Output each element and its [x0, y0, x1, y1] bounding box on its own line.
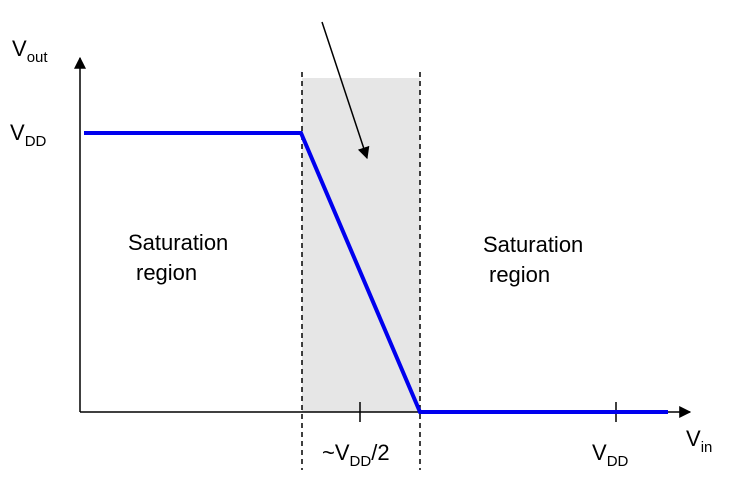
y-axis-label: Vout [12, 36, 48, 66]
x-tick-label-vdd: VDD [592, 440, 629, 470]
y-tick-label-vdd: VDD [10, 120, 47, 150]
right-region-line2: region [489, 262, 551, 287]
annotation-arrow [321, 21, 370, 160]
transition-region-shading [302, 78, 420, 412]
left-region-line1: Saturation [128, 230, 229, 255]
right-region-line1: Saturation [483, 232, 584, 257]
right-saturation-region-label: Saturation region [483, 230, 583, 290]
transfer-curve [84, 131, 668, 414]
x-axis-label: Vin [686, 426, 713, 456]
left-region-line2: region [136, 260, 198, 285]
left-saturation-region-label: Saturation region [128, 228, 228, 288]
x-tick-label-mid: ~VDD/2 [322, 440, 390, 470]
